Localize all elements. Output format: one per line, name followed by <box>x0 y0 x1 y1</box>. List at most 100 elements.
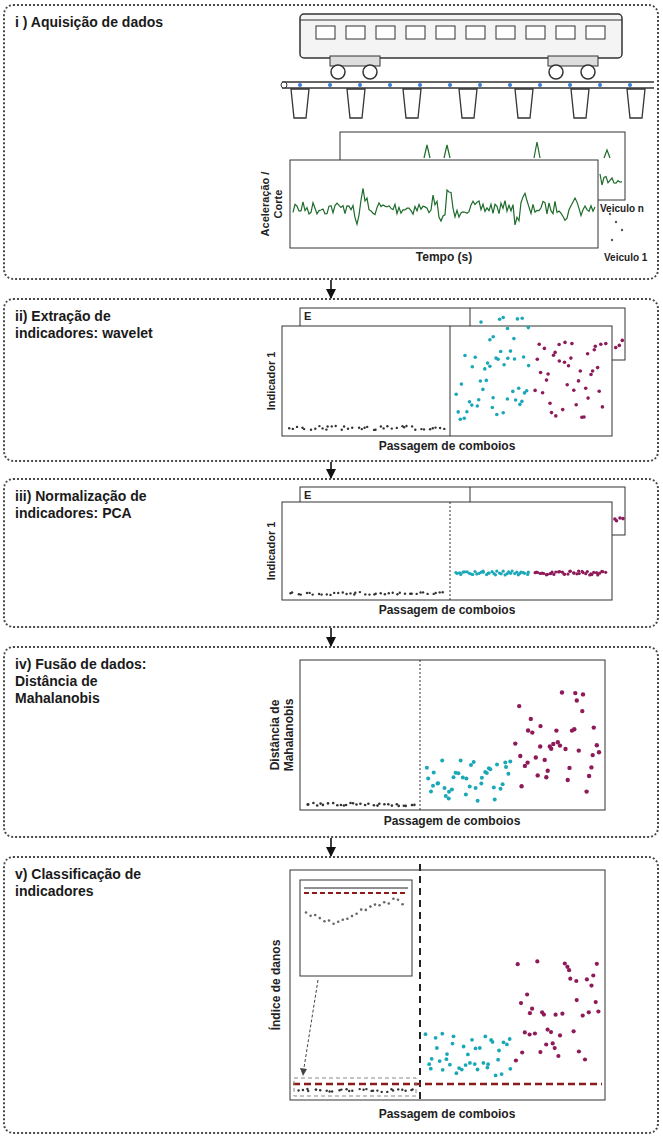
data-point <box>483 367 487 371</box>
inset-point <box>342 919 345 922</box>
data-point <box>545 378 549 382</box>
data-point <box>335 425 337 427</box>
divider <box>419 864 421 1100</box>
data-point <box>520 400 524 404</box>
data-point <box>519 1001 523 1005</box>
inset-point <box>332 923 335 926</box>
data-point <box>562 572 565 575</box>
data-point <box>320 593 322 595</box>
process-panel: ii) Extração de indicadores: wavelet <box>3 298 659 462</box>
data-point <box>537 342 541 346</box>
data-point <box>380 592 382 594</box>
data-point <box>514 1058 518 1062</box>
threshold-line <box>293 1083 602 1086</box>
data-point <box>558 570 561 573</box>
data-point <box>526 728 530 732</box>
data-point <box>498 317 502 321</box>
car-window <box>496 26 515 39</box>
data-point <box>503 761 507 765</box>
data-point <box>557 343 561 347</box>
data-point <box>546 573 549 576</box>
data-point <box>487 572 490 575</box>
data-point <box>429 1067 433 1071</box>
data-point <box>466 1053 470 1057</box>
inset-point <box>388 902 391 905</box>
data-point <box>591 369 595 373</box>
panel-title: iv) Fusão de dados: Distância de Mahalan… <box>15 656 165 707</box>
data-point <box>549 1030 553 1034</box>
signal-peak <box>604 150 610 158</box>
data-point <box>476 404 480 408</box>
data-point <box>376 1089 378 1091</box>
inset-point <box>355 912 358 915</box>
data-point <box>462 1045 466 1049</box>
data-point <box>506 772 510 776</box>
data-point <box>601 570 604 573</box>
data-point <box>502 570 505 573</box>
data-point <box>523 572 526 575</box>
data-point <box>522 355 526 359</box>
car-window <box>406 26 425 39</box>
bridge <box>281 82 654 118</box>
data-point <box>600 570 603 573</box>
axis-label: Passagem de comboios <box>384 815 521 829</box>
data-point <box>480 776 484 780</box>
data-point <box>464 1063 468 1067</box>
data-point <box>333 592 335 594</box>
data-point <box>514 398 518 402</box>
data-point <box>448 1063 452 1067</box>
data-point <box>482 1061 486 1065</box>
axis-label: Passagem de comboios <box>379 604 516 618</box>
data-point <box>359 1088 361 1090</box>
data-point <box>560 1012 564 1016</box>
inset-point <box>319 917 322 920</box>
chart-frame <box>282 326 612 436</box>
data-point <box>391 804 394 807</box>
data-point <box>586 396 590 400</box>
data-point <box>340 804 343 807</box>
data-point <box>563 341 567 345</box>
data-point <box>577 748 581 752</box>
data-point <box>538 724 542 728</box>
data-point <box>495 570 498 573</box>
data-point <box>586 352 590 356</box>
data-point <box>482 571 485 574</box>
data-point <box>441 1068 445 1072</box>
data-point <box>349 802 352 805</box>
data-point <box>573 691 577 695</box>
inset-point <box>305 911 308 914</box>
data-point <box>566 573 569 576</box>
car-window <box>436 26 455 39</box>
data-point <box>495 763 499 767</box>
leader-arrow <box>300 1068 307 1076</box>
data-point <box>488 767 492 771</box>
inset-point <box>369 905 372 908</box>
data-point <box>331 1090 333 1092</box>
data-point <box>535 959 539 963</box>
data-point <box>345 1088 347 1090</box>
data-point <box>584 789 588 793</box>
data-point <box>423 428 425 430</box>
data-point <box>380 425 382 427</box>
data-point <box>504 765 508 769</box>
data-point <box>456 410 460 414</box>
data-point <box>343 804 346 807</box>
data-point <box>573 572 576 575</box>
data-point <box>595 962 599 966</box>
data-point <box>464 793 468 797</box>
flow-arrow <box>330 462 332 478</box>
data-point <box>525 389 529 393</box>
data-point <box>523 1030 527 1034</box>
pier <box>291 89 309 118</box>
data-point <box>546 1028 550 1032</box>
data-point <box>566 778 570 782</box>
data-point <box>577 1049 581 1053</box>
data-point <box>434 426 436 428</box>
data-point <box>447 797 451 801</box>
panel-title: iii) Normalização de indicadores: PCA <box>15 488 165 522</box>
wheel <box>331 65 345 79</box>
data-point <box>450 787 454 791</box>
data-point <box>508 1067 512 1071</box>
signal-peak <box>424 145 430 158</box>
